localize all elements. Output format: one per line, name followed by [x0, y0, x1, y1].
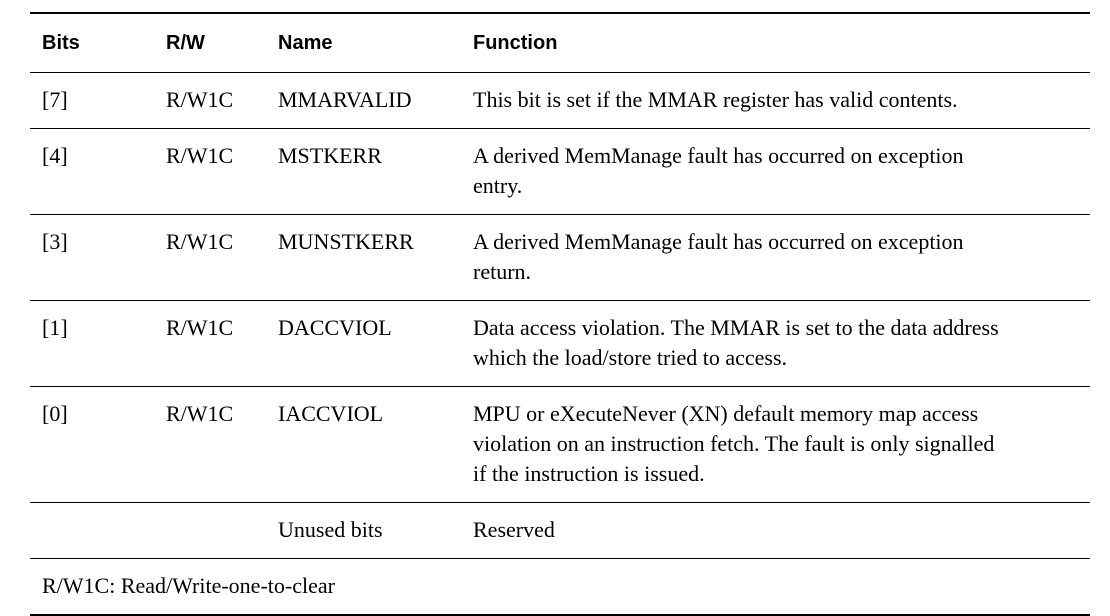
cell-function: MPU or eXecuteNever (XN) default memory … — [473, 401, 995, 486]
cell-name: DACCVIOL — [278, 315, 392, 340]
footnote-text: R/W1C: Read/Write-one-to-clear — [42, 573, 335, 598]
table-row-bit7: [7] R/W1C MMARVALID This bit is set if t… — [30, 73, 1090, 129]
cell-bits: [7] — [42, 87, 68, 112]
cell-bits: [4] — [42, 143, 68, 168]
cell-function: Reserved — [473, 517, 555, 542]
table-row-bit4: [4] R/W1C MSTKERR A derived MemManage fa… — [30, 129, 1090, 215]
cell-function: A derived MemManage fault has occurred o… — [473, 229, 964, 284]
cell-function: A derived MemManage fault has occurred o… — [473, 143, 964, 198]
cell-rw: R/W1C — [166, 401, 234, 426]
cell-bits: [3] — [42, 229, 68, 254]
cell-name: MUNSTKERR — [278, 229, 414, 254]
cell-name: Unused bits — [278, 517, 383, 542]
table-row-bit0: [0] R/W1C IACCVIOL MPU or eXecuteNever (… — [30, 387, 1090, 503]
header-cell-rw: R/W — [166, 32, 205, 54]
header-cell-bits: Bits — [42, 32, 80, 54]
table-footnote-row: R/W1C: Read/Write-one-to-clear — [30, 559, 1090, 614]
table-header-row: Bits R/W Name Function — [30, 14, 1090, 73]
table-row-bit3: [3] R/W1C MUNSTKERR A derived MemManage … — [30, 215, 1090, 301]
register-bits-table: Bits R/W Name Function [7] R/W1C MMARVAL… — [30, 12, 1090, 616]
header-cell-name: Name — [278, 32, 333, 54]
cell-name: IACCVIOL — [278, 401, 384, 426]
cell-rw: R/W1C — [166, 315, 234, 340]
cell-rw: R/W1C — [166, 229, 234, 254]
cell-name: MMARVALID — [278, 87, 412, 112]
cell-rw: R/W1C — [166, 143, 234, 168]
table-row-unused-bits: Unused bits Reserved — [30, 503, 1090, 559]
cell-function: This bit is set if the MMAR register has… — [473, 87, 958, 112]
cell-rw: R/W1C — [166, 87, 234, 112]
cell-name: MSTKERR — [278, 143, 382, 168]
cell-rw — [166, 503, 278, 558]
header-cell-function: Function — [473, 32, 558, 54]
cell-bits: [1] — [42, 315, 68, 340]
cell-bits — [30, 503, 166, 558]
cell-bits: [0] — [42, 401, 68, 426]
table-row-bit1: [1] R/W1C DACCVIOL Data access violation… — [30, 301, 1090, 387]
cell-function: Data access violation. The MMAR is set t… — [473, 315, 999, 370]
